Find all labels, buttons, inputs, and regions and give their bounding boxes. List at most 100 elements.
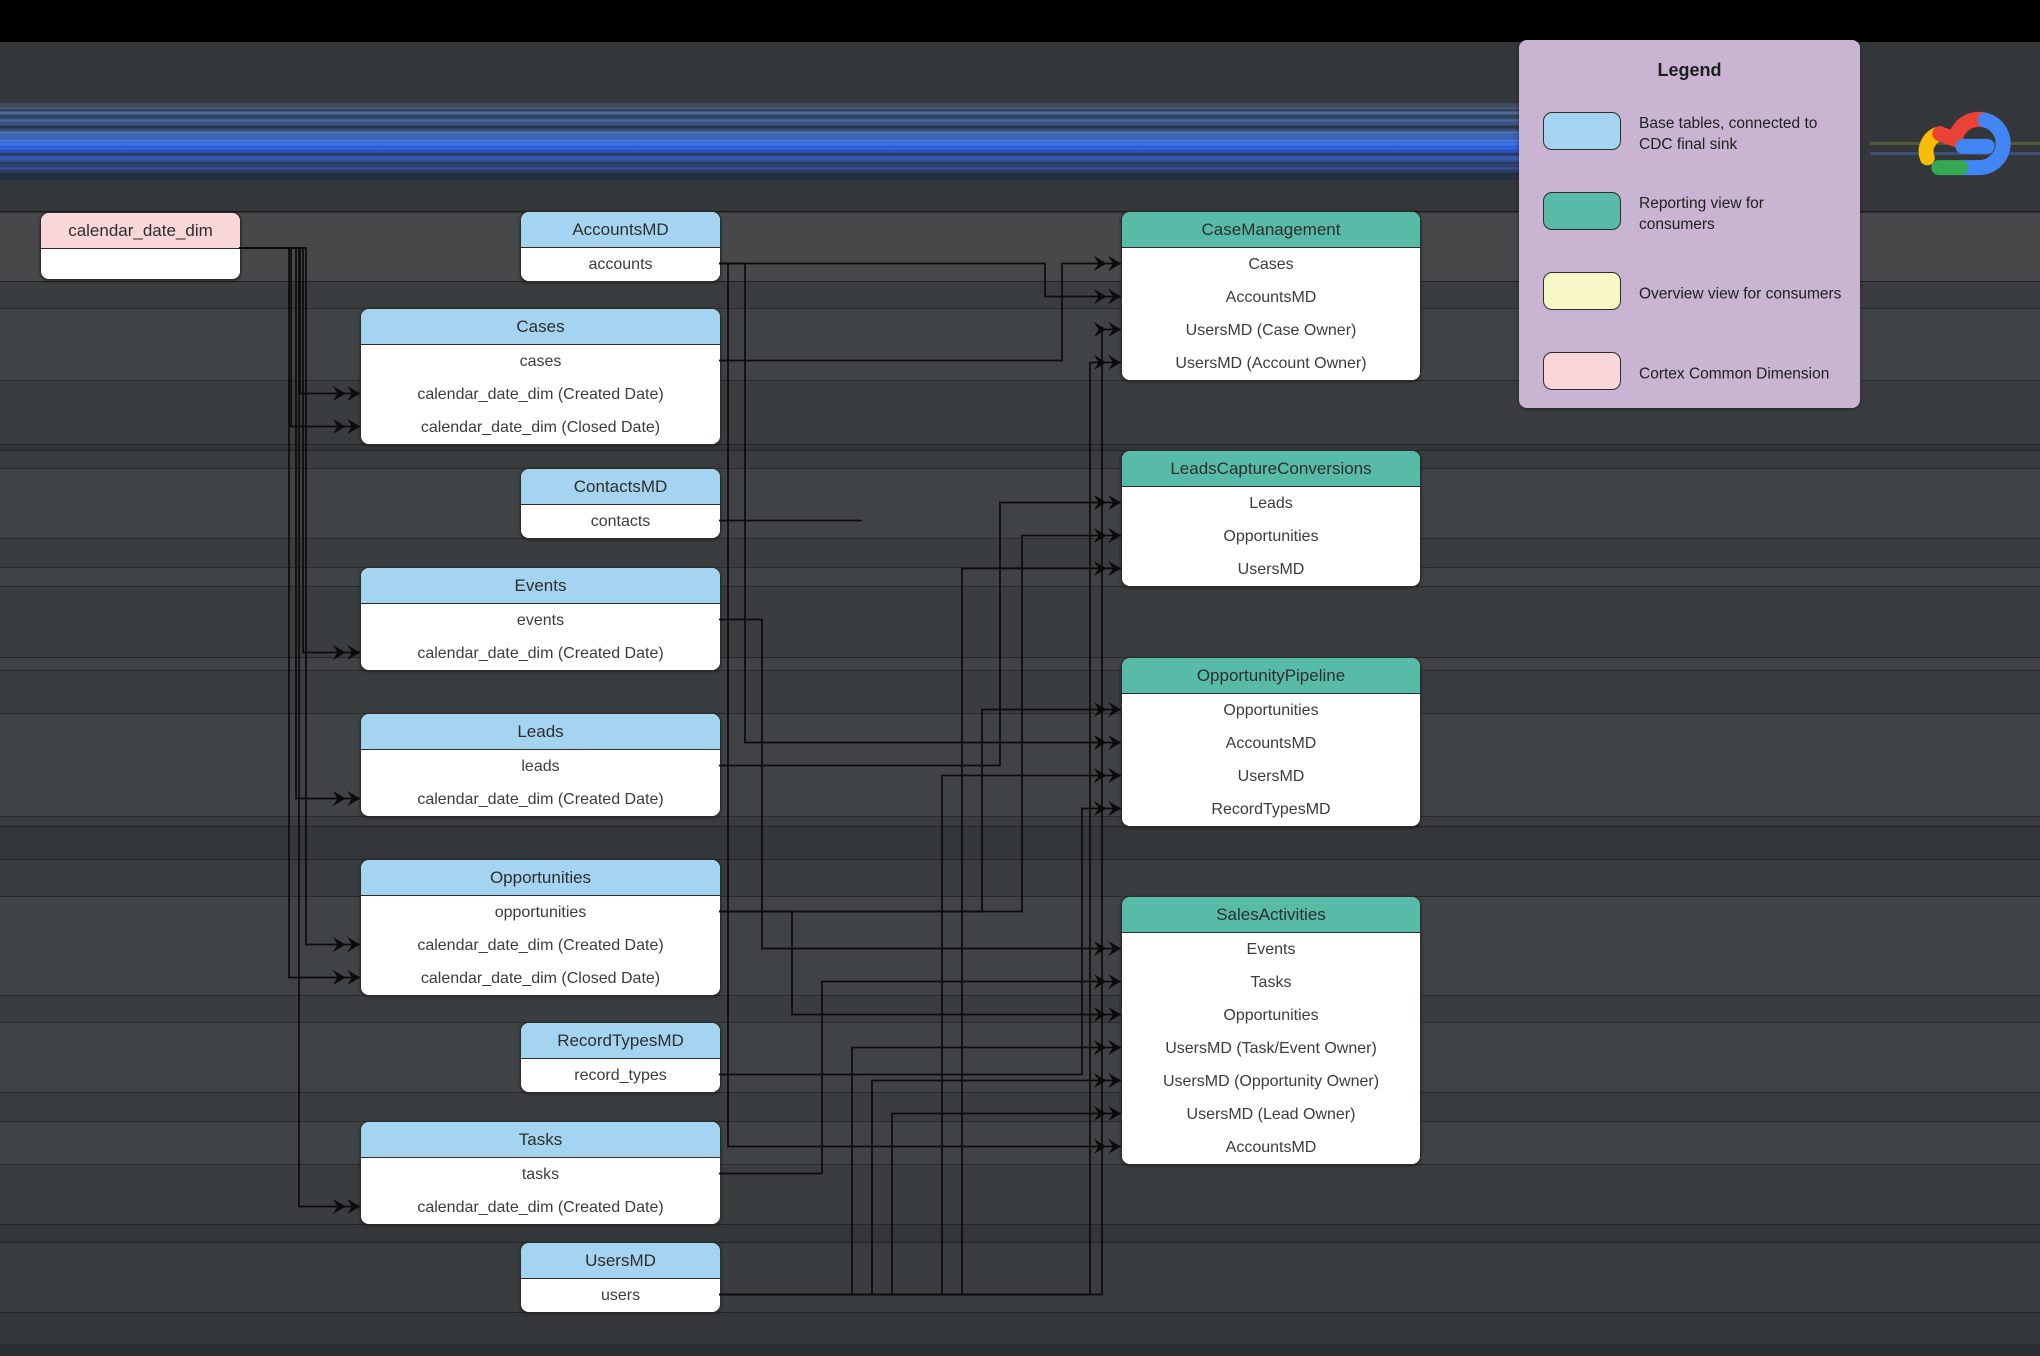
table-row: tasks: [361, 1158, 720, 1191]
table-row: RecordTypesMD: [1122, 793, 1420, 826]
ghost-band: [0, 211, 2040, 381]
connector-Events-to-SalesActivities: [719, 618, 1121, 957]
table-calendar_date_dim: calendar_date_dim: [40, 212, 241, 280]
table-title: Events: [361, 568, 720, 604]
table-row: calendar_date_dim (Created Date): [361, 378, 720, 411]
connector-AccountsMD-to-OpportunityPipeline: [719, 262, 1121, 751]
table-title: AccountsMD: [521, 212, 720, 248]
connector-Opportunities-to-LeadsCaptureConversions: [719, 527, 1121, 913]
table-title: UsersMD: [521, 1243, 720, 1279]
connector-Opportunities-to-SalesActivities: [719, 910, 1121, 1023]
table-row: events: [361, 604, 720, 637]
table-row: cases: [361, 345, 720, 378]
table-row: calendar_date_dim (Closed Date): [361, 411, 720, 444]
connector-Tasks-to-SalesActivities: [719, 973, 1121, 1175]
google-cloud-logo: [1918, 111, 2011, 176]
table-row: Events: [1122, 933, 1420, 966]
ghost-band: [0, 1242, 2040, 1313]
legend-label: Cortex Common Dimension: [1639, 365, 1830, 383]
ghost-band: [0, 896, 2040, 1165]
table-row: calendar_date_dim (Created Date): [361, 783, 720, 816]
connector-Cases-to-CaseManagement: [719, 255, 1121, 362]
legend-swatch-dimension: [1543, 352, 1621, 390]
table-row: UsersMD: [1122, 553, 1420, 586]
legend-item-dimension: Cortex Common Dimension: [1519, 352, 1860, 396]
legend-label: Reporting view for consumers: [1639, 195, 1764, 233]
ghost-band: [0, 567, 2040, 671]
connector-RecordTypesMD-to-OpportunityPipeline: [719, 800, 1121, 1076]
connector-calendar_date_dim-to-Tasks: [239, 247, 360, 1215]
legend-item-overview: Overview view for consumers: [1519, 272, 1860, 316]
table-row: leads: [361, 750, 720, 783]
connector-UsersMD-to-SalesActivities: [719, 1105, 1121, 1296]
bottom-smear-bar: [0, 1344, 2040, 1356]
table-row: accounts: [521, 248, 720, 281]
table-title: Leads: [361, 714, 720, 750]
glitch-blue-band: [0, 103, 1524, 182]
ghost-band: [0, 713, 2040, 817]
legend-swatch-base: [1543, 112, 1621, 150]
legend-label: Base tables, connected to CDC final sink: [1639, 115, 1818, 153]
table-row: AccountsMD: [1122, 727, 1420, 760]
table-title: Tasks: [361, 1122, 720, 1158]
legend-swatch-reporting: [1543, 192, 1621, 230]
table-title: ContactsMD: [521, 469, 720, 505]
connector-UsersMD-to-OpportunityPipeline: [719, 767, 1121, 1296]
connector-UsersMD-to-LeadsCaptureConversions: [719, 560, 1121, 1296]
ghost-band: [0, 450, 2040, 587]
legend-title: Legend: [1657, 60, 1722, 80]
table-title: SalesActivities: [1122, 897, 1420, 933]
table-row: Cases: [1122, 248, 1420, 281]
table-title: Opportunities: [361, 860, 720, 896]
table-row: calendar_date_dim (Created Date): [361, 1191, 720, 1224]
table-row: Tasks: [1122, 966, 1420, 999]
table-row: calendar_date_dim (Created Date): [361, 929, 720, 962]
table-row: record_types: [521, 1059, 720, 1092]
legend-item-base: Base tables, connected to CDC final sink: [1519, 112, 1860, 156]
table-row: UsersMD (Lead Owner): [1122, 1098, 1420, 1131]
table-row: calendar_date_dim (Closed Date): [361, 962, 720, 995]
table-row: Leads: [1122, 487, 1420, 520]
table-row: calendar_date_dim (Created Date): [361, 637, 720, 670]
table-title: CaseManagement: [1122, 212, 1420, 248]
ghost-band: [0, 468, 2040, 539]
table-row: users: [521, 1279, 720, 1312]
connector-Opportunities-to-OpportunityPipeline: [719, 701, 1121, 913]
logo-blue-arc: [1953, 112, 2011, 176]
table-row: UsersMD (Task/Event Owner): [1122, 1032, 1420, 1065]
table-title: calendar_date_dim: [41, 213, 240, 249]
ghost-band: [0, 308, 2040, 445]
ghost-band: [0, 859, 2040, 996]
ghost-band: [0, 212, 2040, 282]
table-row: Opportunities: [1122, 694, 1420, 727]
table-row: contacts: [521, 505, 720, 538]
ghost-band: [0, 1022, 2040, 1093]
legend-label: Overview view for consumers: [1639, 285, 1842, 303]
connector-UsersMD-to-CaseManagement: [719, 321, 1121, 1296]
table-title: RecordTypesMD: [521, 1023, 720, 1059]
legend-panel: Legend Base tables, connected to CDC fin…: [1519, 40, 1860, 408]
table-title: Cases: [361, 309, 720, 345]
legend-swatch-overview: [1543, 272, 1621, 310]
table-row: AccountsMD: [1122, 1131, 1420, 1164]
table-row: AccountsMD: [1122, 281, 1420, 314]
table-row: UsersMD (Account Owner): [1122, 347, 1420, 380]
table-row: opportunities: [361, 896, 720, 929]
logo-smear-line-2: [1870, 152, 2040, 155]
table-row: UsersMD (Opportunity Owner): [1122, 1065, 1420, 1098]
table-title: OpportunityPipeline: [1122, 658, 1420, 694]
